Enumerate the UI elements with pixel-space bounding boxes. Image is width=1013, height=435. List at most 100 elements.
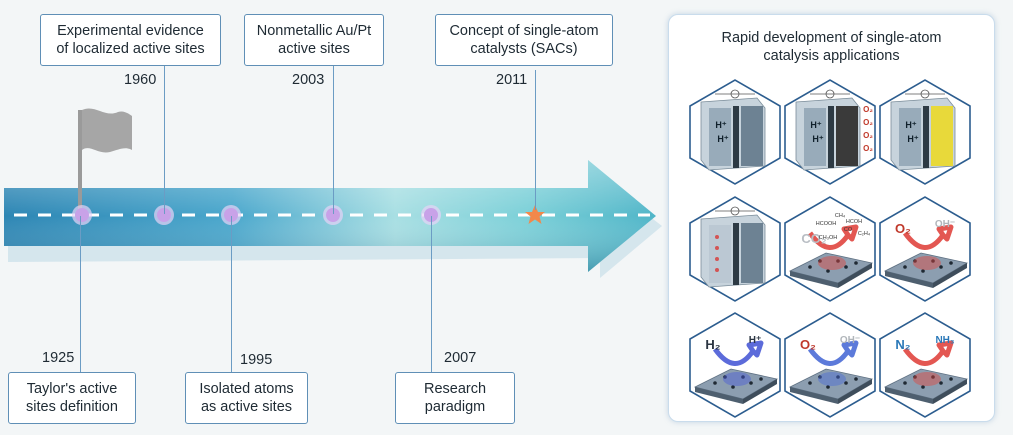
event-box-2003: Nonmetallic Au/Pt active sites: [244, 14, 384, 66]
product-label: OH⁻: [935, 219, 955, 230]
bubble: [715, 246, 719, 250]
o2-bubble-label: O₂: [863, 131, 873, 140]
flag-icon: [82, 108, 132, 153]
single-atom-site: [826, 269, 830, 273]
connector-1960: [164, 66, 165, 214]
star-icon: [525, 205, 545, 224]
event-label: paradigm: [424, 399, 486, 415]
reaction-arrow: [902, 224, 954, 250]
ion-label: H⁺: [812, 134, 823, 144]
product-label: CH₄: [835, 213, 846, 219]
cell-chamber-left: [709, 108, 731, 166]
single-atom-site: [931, 375, 935, 379]
single-atom-site: [818, 375, 822, 379]
application-hex-9: N₂ NH₃: [879, 312, 971, 418]
node-2003: [326, 208, 340, 222]
catalyst-slab-edge: [933, 263, 967, 288]
application-hex-6: O₂ OH⁻: [879, 196, 971, 302]
event-year-2011: 2011: [496, 72, 528, 88]
single-atom-site: [818, 259, 822, 263]
catalyst-slab-edge: [838, 263, 872, 288]
catalyst-slab-edge: [885, 271, 933, 288]
reactant-label: N₂: [895, 337, 910, 352]
bubble: [715, 268, 719, 272]
single-atom-site: [949, 261, 953, 265]
reaction-arrow: [712, 340, 764, 366]
event-year-2003: 2003: [292, 72, 325, 88]
single-atom-site: [921, 269, 925, 273]
single-atom-site: [844, 381, 848, 385]
product-label: NH₃: [935, 335, 954, 346]
o2-bubble-label: O₂: [863, 105, 873, 114]
o2-bubble-label: O₂: [863, 144, 873, 153]
application-hex-1: H⁺H⁺: [689, 79, 781, 185]
catalyst-slab-edge: [743, 379, 777, 404]
catalyst-slab-edge: [838, 379, 872, 404]
product-label: H⁺: [749, 335, 762, 346]
connector-1995: [231, 216, 232, 372]
event-box-1960: Experimental evidence of localized activ…: [40, 14, 221, 66]
node-1995: [224, 208, 238, 222]
single-atom-site: [826, 385, 830, 389]
reaction-arrow: [902, 340, 954, 366]
single-atom-site: [844, 265, 848, 269]
molecule-co2: CO₂: [801, 231, 827, 246]
single-atom-site: [913, 375, 917, 379]
ion-label: H⁺: [907, 134, 918, 144]
catalyst-slab-edge: [790, 271, 838, 288]
single-atom-site: [741, 375, 745, 379]
node-2007: [424, 208, 438, 222]
single-atom-site: [836, 259, 840, 263]
panel-title-line: Rapid development of single-atom: [721, 30, 942, 46]
product-label: C₂H₄: [858, 231, 871, 237]
ion-label: H⁺: [717, 134, 728, 144]
reactant-label: H₂: [705, 337, 720, 352]
event-label: active sites: [278, 41, 350, 57]
cell-chamber-left: [899, 108, 921, 166]
reactant-label: O₂: [895, 221, 911, 236]
event-box-1925: Taylor's active sites definition: [8, 372, 136, 424]
event-box-1995: Isolated atoms as active sites: [185, 372, 308, 424]
event-label: catalysts (SACs): [470, 41, 578, 57]
reaction-glow: [818, 256, 846, 270]
application-hex-7: H₂ H⁺: [689, 312, 781, 418]
single-atom-site: [931, 259, 935, 263]
connector-2007: [431, 216, 432, 372]
o2-bubble-label: O₂: [863, 118, 873, 127]
product-label: OH⁻: [840, 335, 860, 346]
product-label: HCOOH: [816, 221, 837, 227]
single-atom-site: [713, 381, 717, 385]
ion-label: H⁺: [810, 120, 821, 130]
single-atom-site: [913, 259, 917, 263]
application-hex-4: [689, 196, 781, 302]
cell-membrane: [923, 106, 929, 168]
event-label: Concept of single-atom: [449, 23, 599, 39]
single-atom-site: [939, 381, 943, 385]
single-atom-site: [903, 265, 907, 269]
catalyst-slab-edge: [933, 379, 967, 404]
connector-2003: [333, 66, 334, 214]
cell-chamber-right: [931, 106, 953, 166]
event-label: sites definition: [26, 399, 118, 415]
node-1925: [75, 208, 89, 222]
cell-chamber-right: [741, 106, 763, 166]
single-atom-site: [903, 381, 907, 385]
application-hex-2: H⁺ H⁺ O₂ O₂ O₂ O₂: [784, 79, 876, 185]
product-label: CH₃OH: [819, 235, 837, 241]
reaction-glow: [723, 372, 751, 386]
single-atom-site: [723, 375, 727, 379]
event-label: as active sites: [200, 399, 293, 415]
cell-membrane: [828, 106, 834, 168]
single-atom-site: [759, 377, 763, 381]
single-atom-site: [854, 261, 858, 265]
event-label: Nonmetallic Au/Pt: [256, 23, 372, 39]
node-1960: [157, 208, 171, 222]
single-atom-site: [808, 265, 812, 269]
single-atom-site: [949, 377, 953, 381]
single-atom-site: [939, 265, 943, 269]
reaction-glow: [913, 256, 941, 270]
cell-chamber-right: [836, 106, 858, 166]
catalyst-slab-edge: [695, 387, 743, 404]
